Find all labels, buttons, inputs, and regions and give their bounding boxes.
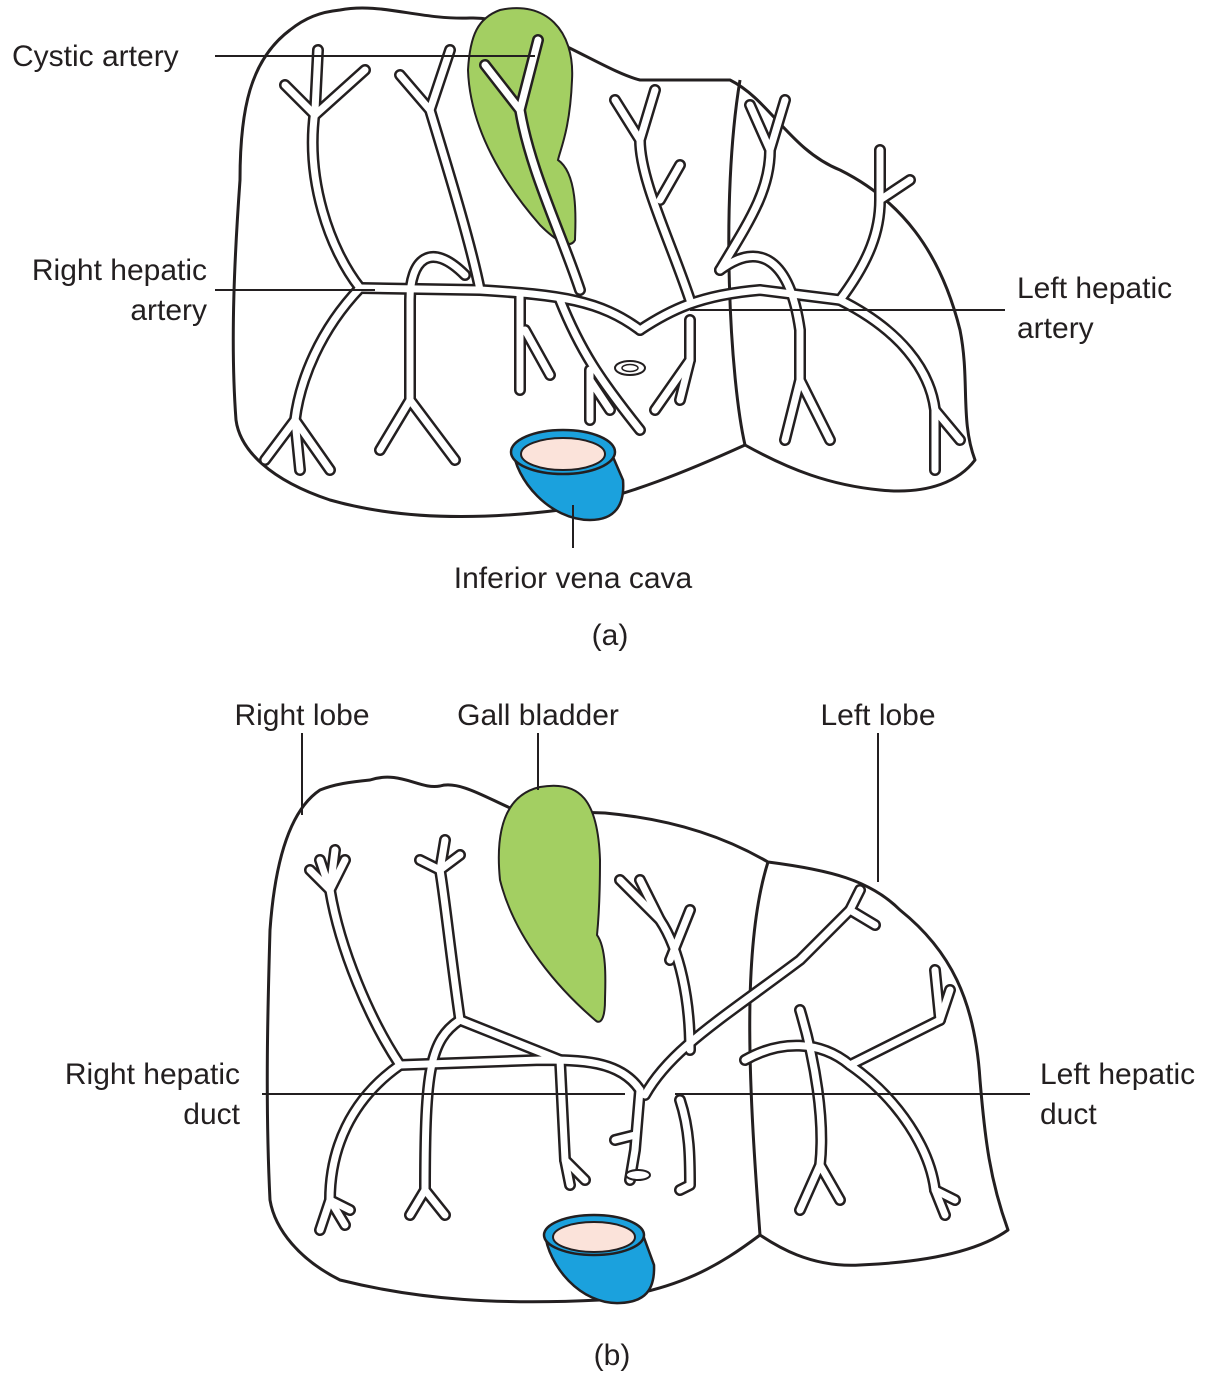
label-left-hepatic-artery-1: Left hepatic xyxy=(1017,272,1172,305)
label-right-lobe: Right lobe xyxy=(234,699,369,732)
label-cystic-artery: Cystic artery xyxy=(12,40,179,73)
label-inferior-vena-cava: Inferior vena cava xyxy=(454,562,693,595)
inferior-vena-cava-b xyxy=(542,1213,656,1305)
common-bile-duct-stump-b xyxy=(625,1169,651,1181)
caption-b: (b) xyxy=(594,1339,631,1372)
label-left-hepatic-duct-2: duct xyxy=(1040,1098,1097,1131)
label-gall-bladder: Gall bladder xyxy=(457,699,619,732)
lobe-division-a xyxy=(727,79,747,446)
inferior-vena-cava-a xyxy=(509,428,625,522)
label-right-hepatic-duct-2: duct xyxy=(183,1098,240,1131)
label-right-hepatic-duct-1: Right hepatic xyxy=(65,1058,240,1091)
label-left-lobe: Left lobe xyxy=(820,699,935,732)
label-left-hepatic-duct-1: Left hepatic xyxy=(1040,1058,1195,1091)
caption-a: (a) xyxy=(592,619,629,652)
gall-bladder-b xyxy=(497,784,607,1023)
label-right-hepatic-artery-1: Right hepatic xyxy=(32,254,207,287)
lobe-division-b xyxy=(748,861,770,1236)
panel-a: Cystic artery Right hepatic artery Left … xyxy=(12,6,1172,652)
panel-b: Right lobe Gall bladder Left lobe Right … xyxy=(65,699,1195,1372)
label-left-hepatic-artery-2: artery xyxy=(1017,312,1094,345)
label-right-hepatic-artery-2: artery xyxy=(130,294,207,327)
